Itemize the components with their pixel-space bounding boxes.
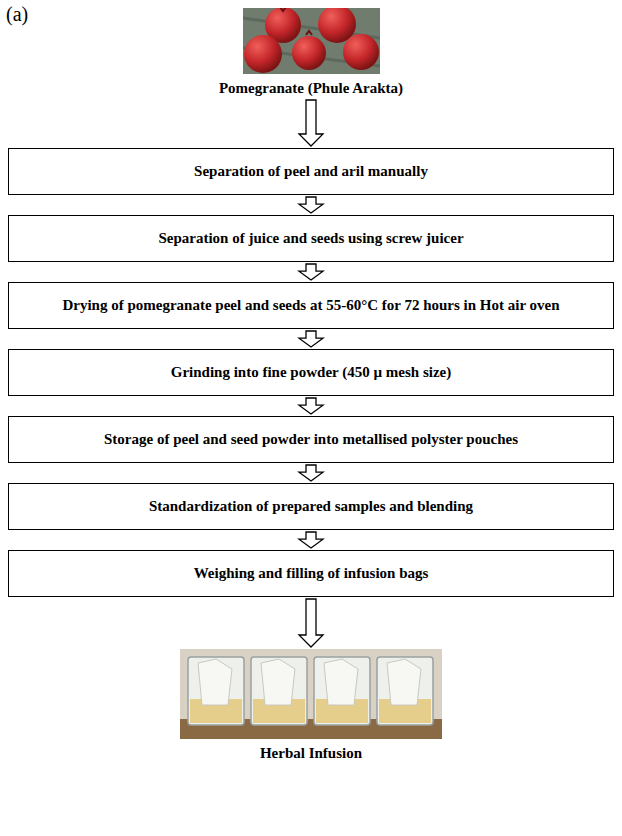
process-box: Weighing and filling of infusion bags <box>8 550 614 597</box>
panel-label: (a) <box>6 3 28 26</box>
flow-arrow <box>299 197 323 213</box>
process-box: Drying of pomegranate peel and seeds at … <box>8 282 614 329</box>
step-text: Separation of peel and aril manually <box>23 162 599 181</box>
step-text: Grinding into fine powder (450 µ mesh si… <box>23 363 599 382</box>
photo-caption: Pomegranate (Phule Arakta) <box>211 79 411 98</box>
process-box: Storage of peel and seed powder into met… <box>8 416 614 463</box>
flow-arrow <box>299 465 323 481</box>
source-photo: Pomegranate (Phule Arakta) <box>211 8 411 98</box>
pomegranate-photo <box>243 8 380 74</box>
process-box: Separation of juice and seeds using scre… <box>8 215 614 262</box>
product-photo: Herbal Infusion <box>161 649 461 763</box>
flow-arrow <box>299 264 323 280</box>
step-text: Drying of pomegranate peel and seeds at … <box>23 296 599 315</box>
process-box: Grinding into fine powder (450 µ mesh si… <box>8 349 614 396</box>
step-text: Weighing and filling of infusion bags <box>23 564 599 583</box>
process-box: Standardization of prepared samples and … <box>8 483 614 530</box>
process-box: Separation of peel and aril manually <box>8 148 614 195</box>
flow-arrow <box>299 331 323 347</box>
step-text: Separation of juice and seeds using scre… <box>23 229 599 248</box>
step-text: Standardization of prepared samples and … <box>23 497 599 516</box>
infusion-photo <box>180 649 442 739</box>
flow-arrow <box>299 532 323 548</box>
flow-arrow <box>299 599 323 647</box>
flow-arrow <box>299 398 323 414</box>
photo-caption: Herbal Infusion <box>161 744 461 763</box>
flow-arrow <box>299 100 323 146</box>
step-text: Storage of peel and seed powder into met… <box>23 430 599 449</box>
